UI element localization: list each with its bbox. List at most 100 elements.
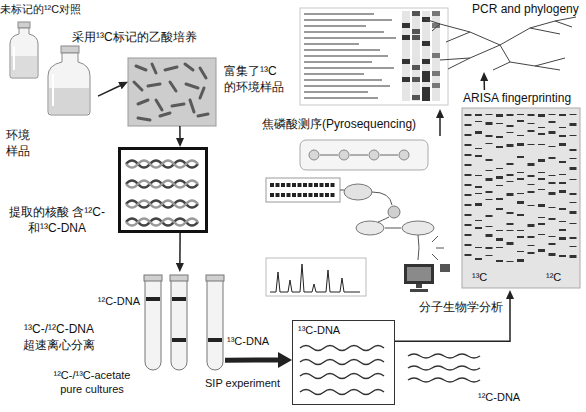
- dna-band: [146, 297, 222, 342]
- pyrosequencing-illustration: [440, 264, 450, 272]
- micrograph: [134, 64, 208, 120]
- pyrosequencing-illustration: [309, 150, 409, 160]
- pyrosequencing-illustration: [339, 150, 349, 160]
- culture-bottle: [14, 46, 53, 106]
- panel-title: 焦磷酸测序(Pyrosequencing): [262, 117, 416, 133]
- heatmap-table: [406, 11, 436, 101]
- phylogenetic-tree: [425, 17, 576, 70]
- gel-image: [475, 114, 482, 262]
- pyrosequencing-illustration: [309, 150, 319, 160]
- pyrosequencing-illustration: [270, 185, 336, 195]
- centrifuge-tube: [145, 280, 161, 370]
- band-label: ¹²C-DNA: [98, 294, 140, 308]
- pyrosequencing-illustration: [378, 217, 419, 260]
- enriched-sample: 富集了¹³C 的环境样品: [128, 58, 216, 126]
- dna-helix: [126, 201, 198, 208]
- flow-arrow: [483, 81, 485, 90]
- flow-arrow: [179, 126, 181, 138]
- heatmap-table: [402, 11, 410, 101]
- pyrosequencing-illustration: [344, 184, 372, 200]
- phylogeny-panel: PCR and phylogeny: [418, 2, 583, 72]
- heatmap-table: [412, 11, 420, 101]
- bottle-label: 未标记的¹²C对照: [0, 2, 81, 16]
- gel-image: [570, 114, 577, 262]
- gel-image: [507, 114, 514, 262]
- nucleic-acid-box: 提取的核酸 含¹²C-和¹³C-DNA: [118, 147, 208, 233]
- flow-arrow: [439, 118, 441, 136]
- heatmap-table: [412, 11, 420, 101]
- extract-label: 提取的核酸 含¹²C-和¹³C-DNA: [2, 205, 112, 236]
- dna-strand: [408, 354, 480, 358]
- dna-band: [208, 338, 222, 342]
- dna-label: ¹³C-DNA: [298, 323, 340, 337]
- dna-box: ¹³C-DNA: [292, 320, 395, 405]
- dna-band: [172, 338, 186, 342]
- panel-title: ARISA fingerprinting: [463, 91, 571, 107]
- dna-strand: [300, 346, 384, 351]
- pyrosequencing-illustration: [399, 150, 409, 160]
- dna-strand: [408, 378, 480, 382]
- lane-label: ¹²C: [546, 270, 561, 284]
- centrifuge-tubes: ¹²C-DNA¹³C-/¹²C-DNA 超速离心分离¹³C-DNA¹²C-/¹³…: [143, 272, 225, 388]
- micrograph: [128, 58, 216, 126]
- pyrosequencing-illustration: [356, 221, 384, 235]
- culture-bottles: 未标记的¹²C对照采用¹³C标记的乙酸培养环境 样品: [2, 18, 98, 160]
- culture-bottle: [49, 88, 89, 114]
- pyrosequencing-illustration: [388, 206, 400, 218]
- dna-band: [146, 297, 160, 301]
- pyrosequencing-illustration: [369, 150, 379, 160]
- gel-image: [517, 114, 524, 262]
- gel-image: [462, 108, 580, 288]
- culture-bottle: [18, 22, 30, 28]
- gel-image: [549, 114, 556, 262]
- pyrosequencing-illustration: [407, 267, 431, 281]
- dna-band: [172, 297, 186, 301]
- dna-helix: [126, 161, 198, 168]
- dna-strand: [300, 360, 384, 365]
- micrograph: [128, 58, 216, 126]
- panel-title: PCR and phylogeny: [472, 2, 579, 18]
- culture-bottle: [61, 46, 79, 53]
- dna-strand: [408, 366, 480, 370]
- centrifuge-tube: [207, 280, 223, 370]
- lane-label: ¹³C: [472, 270, 487, 284]
- experiment-label: SIP experiment: [205, 376, 280, 390]
- thick-arrow: [225, 358, 278, 363]
- pyrosequencing-illustration: [270, 264, 360, 292]
- dna-label: ¹²C-DNA: [478, 390, 520, 404]
- centrifuge-tube: [171, 280, 187, 370]
- flow-arrow: [98, 86, 120, 96]
- dna-helix: [126, 219, 198, 226]
- edge-label: 分子生物学分析: [418, 300, 504, 316]
- dna-helix: [126, 181, 198, 188]
- dna-helix: [126, 181, 198, 188]
- flow-arrow: [395, 299, 510, 341]
- centrifuge-tube: [144, 275, 162, 281]
- heatmap-table: [422, 11, 430, 101]
- gel-image: [528, 114, 535, 262]
- heatmap-table: [300, 8, 448, 105]
- sample-label: 环境 样品: [6, 128, 34, 159]
- sample-label: 富集了¹³C 的环境样品: [224, 64, 290, 95]
- gel-image: [486, 114, 493, 262]
- flow-arrow: [179, 233, 181, 263]
- culture-label: ¹²C-/¹³C-acetate pure cultures: [43, 368, 141, 397]
- pyrosequencing-illustration: [300, 140, 428, 170]
- bottle-label: 采用¹³C标记的乙酸培养: [72, 30, 197, 46]
- step-label: ¹³C-/¹²C-DNA 超速离心分离: [3, 322, 115, 353]
- gel-image: [462, 108, 580, 288]
- arisa-gel: ARISA fingerprinting ¹³C ¹²C: [460, 90, 582, 290]
- gel-image: [559, 114, 566, 262]
- heatmap-table: [402, 11, 410, 101]
- pyrosequencing-panel: 焦磷酸测序(Pyrosequencing): [262, 117, 454, 302]
- dna-helix: [126, 201, 198, 208]
- gel-image: [538, 114, 545, 262]
- heatmap-table: [304, 14, 396, 98]
- gel-image: [468, 114, 573, 262]
- dna-strand: [300, 390, 384, 395]
- pyrosequencing-illustration: [410, 284, 428, 292]
- pyrosequencing-illustration: [266, 140, 450, 296]
- pyrosequencing-illustration: [404, 264, 434, 284]
- dna-helix: [126, 219, 198, 226]
